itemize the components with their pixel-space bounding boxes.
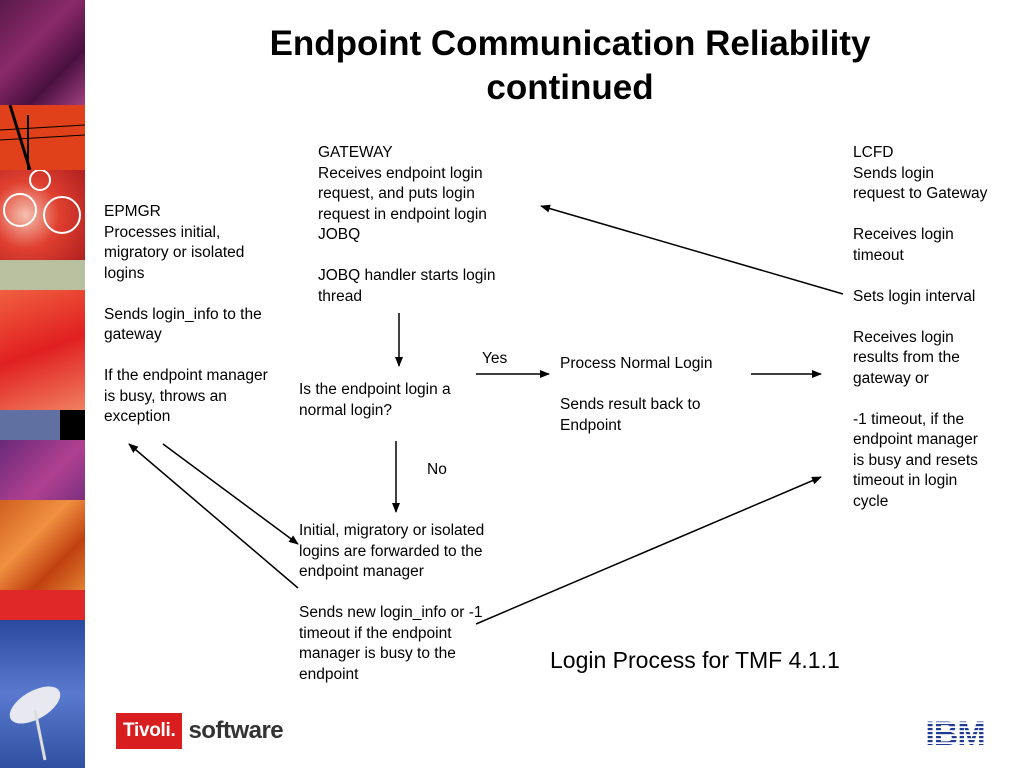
title-line-1: Endpoint Communication Reliability	[269, 24, 871, 63]
decision-text: Is the endpoint login a normal login?	[299, 381, 451, 419]
gateway-block: GATEWAY Receives endpoint login request,…	[318, 144, 496, 305]
tivoli-software-logo: Tivoli. software	[116, 713, 284, 749]
arrow-lcfd-to-gateway	[540, 204, 844, 295]
title-line-2: continued	[486, 68, 654, 107]
satellite-dish-image	[0, 620, 85, 768]
lcfd-block: LCFD Sends login request to Gateway Rece…	[853, 144, 988, 510]
power-lines-image	[0, 104, 85, 171]
no-label: No	[427, 461, 447, 478]
page-title: Endpoint Communication Reliability conti…	[130, 22, 1010, 110]
red-tile	[0, 590, 85, 620]
arrow-forwarded-to-epmgr	[128, 443, 299, 589]
diagram-caption: Login Process for TMF 4.1.1	[550, 647, 840, 673]
normal-login-block: Process Normal Login Sends result back t…	[560, 355, 713, 434]
epmgr-block: EPMGR Processes initial, migratory or is…	[104, 203, 268, 425]
decorative-image-strip	[0, 0, 85, 768]
purple-pattern-image	[0, 0, 85, 105]
gauges-image	[0, 169, 85, 260]
arrow-epmgr-to-forwarded	[162, 443, 299, 545]
grey-tile	[0, 260, 85, 290]
red-abstract-image	[0, 290, 85, 410]
forwarded-block: Initial, migratory or isolated logins ar…	[299, 522, 485, 683]
orange-pattern-image	[0, 500, 85, 590]
software-wordmark: software	[188, 717, 284, 744]
ibm-logo: IBM	[925, 716, 985, 748]
arrow-forwarded-to-lcfd	[475, 476, 822, 625]
purple-tile	[0, 440, 85, 500]
yes-label: Yes	[482, 350, 508, 367]
blue-black-tile	[0, 410, 85, 440]
tivoli-wordmark: Tivoli.	[116, 713, 183, 749]
svg-text:IBM: IBM	[925, 716, 984, 748]
